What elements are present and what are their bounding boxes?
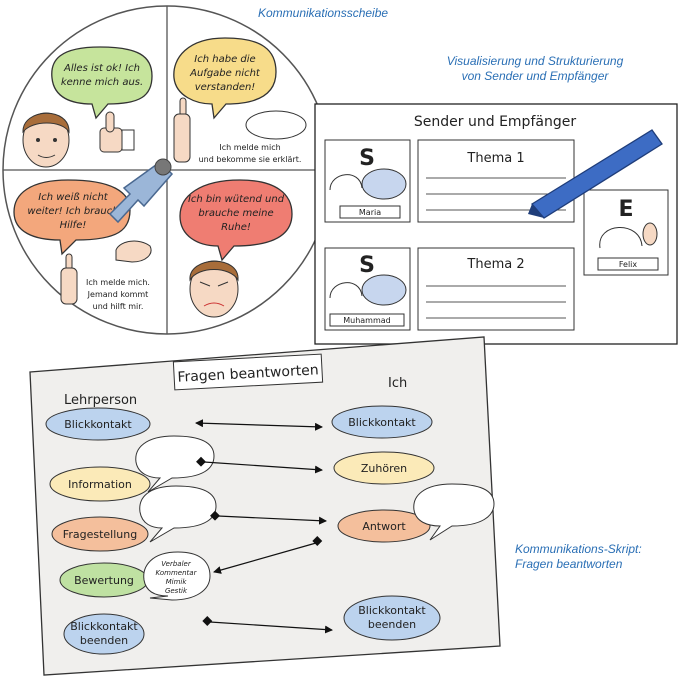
connector-end bbox=[209, 621, 333, 634]
thumbs-up-icon bbox=[99, 111, 135, 153]
wheel-bubble-angry: Ich bin wütend und brauche meine Ruhe! bbox=[179, 179, 293, 262]
head-profile-icon bbox=[599, 227, 643, 249]
left-step-end-label-1: Blickkontakt bbox=[70, 620, 138, 633]
left-step-question bbox=[51, 516, 149, 552]
left-step-end-eye-contact bbox=[63, 613, 145, 655]
wheel-caption-q3-line3: und hilft mir. bbox=[93, 302, 144, 311]
right-step-answer-label: Antwort bbox=[362, 520, 406, 533]
comment-line-4: Gestik bbox=[165, 587, 188, 595]
wheel-bubble-not-understood-line2: Aufgabe nicht bbox=[189, 68, 261, 79]
sender-receiver-card: Sender und Empfänger S Maria S Muhammad … bbox=[314, 103, 678, 345]
wheel-bubble-need-help-line2: weiter! Ich brauch bbox=[27, 206, 118, 217]
right-step-end-label-1: Blickkontakt bbox=[358, 604, 426, 617]
empty-speech-bubble bbox=[245, 110, 307, 140]
comment-line-1: Verbaler bbox=[161, 560, 192, 568]
comment-line-2: Kommentar bbox=[156, 569, 198, 577]
left-step-information-label: Information bbox=[68, 478, 132, 491]
right-step-end-label-2: beenden bbox=[368, 618, 416, 631]
sender-letter-1: S bbox=[359, 146, 375, 171]
wheel-bubble-angry-line1: Ich bin wütend und bbox=[188, 194, 285, 205]
left-step-information bbox=[49, 466, 151, 502]
sender-card-title: Sender und Empfänger bbox=[414, 114, 576, 130]
comment-bubble: Verbaler Kommentar Mimik Gestik bbox=[143, 551, 211, 601]
script-col-right: Ich bbox=[388, 376, 407, 391]
wheel-bubble-angry-line2: brauche meine bbox=[198, 208, 273, 219]
caption-script-line1: Kommunikations-Skript: bbox=[515, 542, 642, 556]
wheel-caption-q2-line1: Ich melde mich bbox=[219, 143, 280, 152]
empty-speech-bubble bbox=[135, 435, 215, 493]
connector-evaluation bbox=[213, 542, 317, 574]
receiver-letter: E bbox=[618, 197, 633, 222]
head-profile-icon bbox=[329, 282, 363, 299]
caption-script-line2: Fragen beantworten bbox=[515, 557, 623, 571]
communication-wheel: Alles ist ok! Ich kenne mich aus. Ich ha… bbox=[2, 5, 332, 335]
wheel-bubble-not-understood-line3: verstanden! bbox=[195, 82, 256, 93]
raised-hand-icon bbox=[60, 253, 78, 305]
wheel-bubble-need-help: Ich weiß nicht weiter! Ich brauch Hilfe! bbox=[13, 179, 131, 256]
connector-question bbox=[217, 515, 327, 525]
wheel-bubble-not-understood-line1: Ich habe die bbox=[194, 54, 255, 65]
script-card-title: Fragen beantworten bbox=[177, 362, 319, 385]
left-step-eye-contact-label: Blickkontakt bbox=[64, 418, 132, 431]
caption-visualisation-line2: von Sender und Empfänger bbox=[461, 69, 609, 83]
wheel-bubble-not-understood: Ich habe die Aufgabe nicht verstanden! bbox=[173, 37, 277, 120]
topic-title-1: Thema 1 bbox=[466, 151, 524, 166]
head-profile-icon bbox=[329, 174, 363, 191]
comment-line-3: Mimik bbox=[166, 578, 188, 586]
right-step-eye-contact bbox=[331, 405, 433, 439]
connector-information bbox=[203, 461, 323, 474]
script-col-left: Lehrperson bbox=[64, 393, 137, 408]
sender-name-1: Maria bbox=[359, 208, 381, 217]
right-step-end-eye-contact bbox=[343, 595, 441, 641]
empty-speech-bubble bbox=[413, 483, 495, 541]
receiver-name: Felix bbox=[619, 260, 638, 269]
script-card: Fragen beantworten Lehrperson Ich Blickk… bbox=[29, 336, 501, 676]
sender-name-2: Muhammad bbox=[343, 316, 391, 325]
beckoning-hand-icon bbox=[115, 240, 152, 263]
caption-visualisation-line1: Visualisierung und Strukturierung bbox=[446, 54, 624, 68]
wheel-bubble-ok-line1: Alles ist ok! Ich bbox=[63, 63, 140, 74]
right-step-listen-label: Zuhören bbox=[361, 462, 407, 475]
wheel-caption-q3-line2: Jemand kommt bbox=[87, 290, 149, 299]
empty-speech-bubble bbox=[139, 485, 217, 543]
caption-visualisation: Visualisierung und Strukturierung von Se… bbox=[420, 54, 650, 84]
caption-wheel: Kommunikationsscheibe bbox=[258, 6, 389, 20]
right-step-answer bbox=[337, 509, 431, 543]
ear-icon bbox=[642, 222, 658, 246]
raised-hand-icon bbox=[173, 97, 191, 163]
topic-box-2 bbox=[417, 247, 575, 331]
wheel-pointer-arrow bbox=[108, 158, 174, 224]
wheel-bubble-need-help-line3: Hilfe! bbox=[60, 220, 87, 231]
angry-face-icon bbox=[189, 260, 239, 318]
right-step-listen bbox=[333, 451, 435, 485]
marker-pen-icon bbox=[528, 129, 663, 219]
left-step-eye-contact bbox=[45, 407, 151, 441]
left-step-question-label: Fragestellung bbox=[63, 528, 137, 541]
wheel-bubble-ok: Alles ist ok! Ich kenne mich aus. bbox=[51, 46, 153, 120]
boy-face-icon bbox=[22, 112, 70, 168]
wheel-bubble-need-help-line1: Ich weiß nicht bbox=[38, 192, 109, 203]
left-step-end-label-2: beenden bbox=[80, 634, 128, 647]
left-step-evaluation-label: Bewertung bbox=[74, 574, 134, 587]
sender-letter-2: S bbox=[359, 253, 375, 278]
wheel-caption-q3-line1: Ich melde mich. bbox=[86, 278, 150, 287]
right-step-eye-contact-label: Blickkontakt bbox=[348, 416, 416, 429]
topic-title-2: Thema 2 bbox=[466, 257, 524, 272]
speech-bubble-icon bbox=[361, 168, 407, 200]
caption-script: Kommunikations-Skript: Fragen beantworte… bbox=[515, 542, 642, 572]
connector-eye-contact bbox=[195, 419, 323, 431]
speech-bubble-icon bbox=[361, 274, 407, 306]
wheel-caption-q2-line2: und bekomme sie erklärt. bbox=[199, 155, 302, 164]
wheel-bubble-angry-line3: Ruhe! bbox=[221, 222, 251, 233]
wheel-bubble-ok-line2: kenne mich aus. bbox=[61, 77, 143, 88]
